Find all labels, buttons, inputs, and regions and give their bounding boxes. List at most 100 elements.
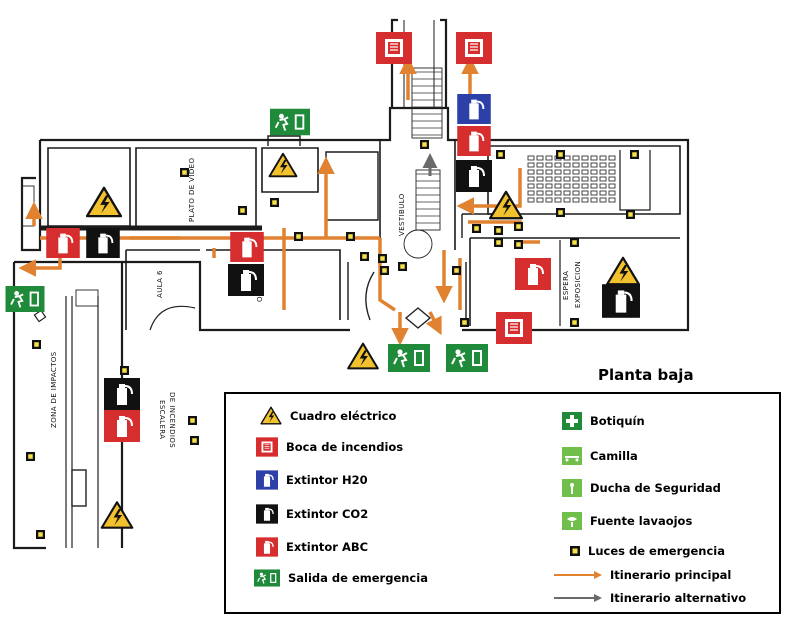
legend-label: Extintor H20 — [286, 473, 368, 487]
seat — [554, 183, 562, 189]
room-label-vestibulo: VESTIBULO — [398, 193, 406, 236]
legend-item-main-route: Itinerario principal — [554, 568, 731, 582]
seat — [527, 155, 535, 161]
electrical-panel-icon — [102, 502, 133, 528]
electrical-panel-icon — [260, 406, 282, 425]
seat — [581, 176, 589, 182]
eyewash-icon — [562, 512, 582, 530]
seat — [563, 183, 571, 189]
seat — [536, 169, 544, 175]
seat — [563, 176, 571, 182]
legend-item-h2o: Extintor H20 — [256, 470, 368, 490]
emergency-light-icon — [556, 208, 565, 217]
seat — [536, 176, 544, 182]
seat — [536, 155, 544, 161]
seat — [572, 176, 580, 182]
seat — [581, 190, 589, 196]
room-label-plato-video: PLATO DE VIDEO — [188, 158, 196, 222]
seat — [581, 169, 589, 175]
emergency-light-icon — [32, 340, 41, 349]
legend-item-stretcher: Camilla — [562, 447, 638, 465]
safety-shower-icon — [562, 479, 582, 497]
emergency-exit-icon — [270, 109, 310, 136]
emergency-light-icon — [188, 416, 197, 425]
legend-item-co2: Extintor CO2 — [256, 504, 368, 524]
legend-label: Salida de emergencia — [288, 571, 428, 585]
seat — [545, 190, 553, 196]
emergency-light-icon — [494, 226, 503, 235]
emergency-light-icon — [472, 224, 481, 233]
seat — [599, 169, 607, 175]
seat — [572, 169, 580, 175]
seat — [581, 183, 589, 189]
emergency-light-icon — [570, 318, 579, 327]
seat — [590, 190, 598, 196]
seat — [527, 176, 535, 182]
legend-item-alt-route: Itinerario alternativo — [554, 591, 746, 605]
legend-label: Extintor ABC — [286, 540, 369, 554]
legend-item-first-aid: Botiquín — [562, 412, 645, 430]
abc-extinguisher-icon — [256, 537, 278, 557]
seat — [527, 197, 535, 203]
legend-label: Botiquín — [590, 414, 645, 428]
seat — [545, 169, 553, 175]
emergency-light-icon — [378, 254, 387, 263]
seat — [608, 162, 616, 168]
emergency-light-icon — [346, 232, 355, 241]
abc-extinguisher-icon — [515, 258, 551, 290]
seat — [536, 190, 544, 196]
fire-hose-icon — [256, 437, 278, 457]
seat — [554, 162, 562, 168]
abc-extinguisher-icon — [104, 410, 140, 442]
seat — [536, 183, 544, 189]
legend-label: Cuadro eléctrico — [290, 408, 397, 423]
co2-extinguisher-icon — [228, 264, 264, 296]
seat — [599, 176, 607, 182]
legend-label: Itinerario principal — [610, 568, 732, 582]
emergency-light-icon — [180, 168, 189, 177]
seat — [608, 169, 616, 175]
co2-extinguisher-icon — [602, 284, 640, 318]
co2-extinguisher-icon — [256, 504, 278, 524]
seat — [527, 162, 535, 168]
seat — [590, 155, 598, 161]
seat — [545, 155, 553, 161]
emergency-light-icon — [514, 240, 523, 249]
legend-item-exit: Salida de emergencia — [254, 569, 428, 587]
emergency-light-icon — [238, 206, 247, 215]
auditorium-seats — [527, 155, 616, 203]
abc-extinguisher-icon — [457, 126, 491, 156]
abc-extinguisher-icon — [230, 232, 264, 262]
legend-item-electrical: Cuadro eléctrico — [260, 406, 396, 425]
legend-label: Extintor CO2 — [286, 507, 369, 521]
emergency-light-icon — [630, 150, 639, 159]
room-label-exposicion: EXPOSICION — [574, 261, 582, 308]
emergency-light-icon — [398, 262, 407, 271]
seat — [581, 162, 589, 168]
seat — [572, 183, 580, 189]
room-label-espera: ESPERA — [562, 271, 570, 300]
main-routes — [18, 56, 540, 346]
co2-extinguisher-icon — [104, 378, 140, 410]
emergency-light-icon — [626, 210, 635, 219]
seat — [608, 155, 616, 161]
seat — [554, 176, 562, 182]
emergency-exit-icon — [388, 344, 430, 372]
legend-item-abc: Extintor ABC — [256, 537, 368, 557]
seat — [527, 190, 535, 196]
emergency-light-icon — [494, 238, 503, 247]
seat — [590, 183, 598, 189]
seat — [608, 183, 616, 189]
electrical-panel-icon — [348, 344, 378, 369]
fire-hose-icon — [376, 32, 412, 64]
seat — [590, 197, 598, 203]
emergency-light-icon — [190, 436, 199, 445]
legend-item-lights: Luces de emergencia — [570, 544, 725, 558]
legend-label: Ducha de Seguridad — [590, 481, 721, 495]
stretcher-icon — [562, 447, 582, 465]
seat — [581, 197, 589, 203]
seat — [527, 169, 535, 175]
emergency-light-icon — [420, 140, 429, 149]
seat — [608, 197, 616, 203]
emergency-exit-icon — [254, 569, 280, 587]
